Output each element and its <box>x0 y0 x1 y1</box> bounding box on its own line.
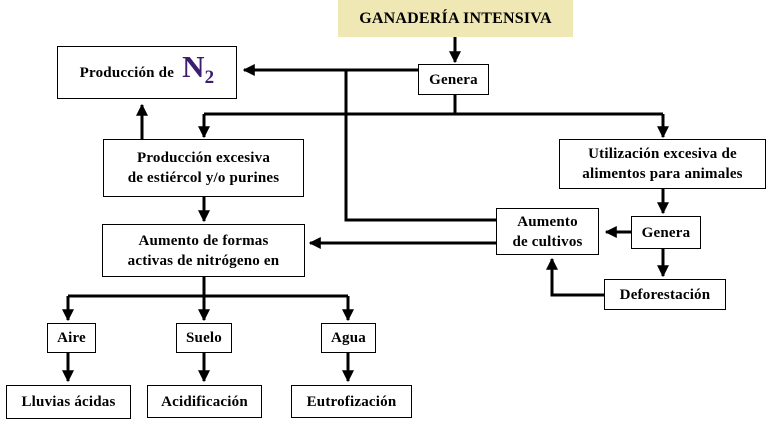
node-genera-top-text: Genera <box>429 71 478 88</box>
node-aumento-formas-line1: Aumento de formas <box>138 232 269 249</box>
arrow-deforestacion-to-cultivos <box>546 257 604 297</box>
node-estiercol-line2: de estiércol y/o purines <box>127 170 280 186</box>
node-suelo: Suelo <box>176 323 232 353</box>
node-ganaderia-intensiva: GANADERÍA INTENSIVA <box>338 0 573 37</box>
node-utilizacion: Utilización excesiva de alimentos para a… <box>559 139 766 189</box>
node-title-text: GANADERÍA INTENSIVA <box>359 9 552 27</box>
n2-symbol: N <box>182 49 205 84</box>
node-eutrofizacion-text: Eutrofización <box>306 393 397 410</box>
node-aumento-cultivos-line2: de cultivos <box>512 233 583 250</box>
node-eutrofizacion: Eutrofización <box>291 385 412 418</box>
node-acidificacion-text: Acidificación <box>161 393 248 410</box>
node-agua-text: Agua <box>331 330 366 346</box>
node-deforestacion-text: Deforestación <box>619 286 711 303</box>
node-genera-right: Genera <box>631 216 701 249</box>
node-aumento-formas: Aumento de formas activas de nitrógeno e… <box>102 224 305 277</box>
node-estiercol-content: Producción excesiva de estiércol y/o pur… <box>128 148 280 188</box>
node-suelo-text: Suelo <box>185 330 222 346</box>
node-aumento-formas-line2: activas de nitrógeno en <box>127 252 280 269</box>
node-acidificacion: Acidificación <box>147 385 262 418</box>
node-utilizacion-content: Utilización excesiva de alimentos para a… <box>582 144 742 184</box>
node-agua: Agua <box>321 323 376 353</box>
n2-subscript: 2 <box>204 67 215 88</box>
node-produccion-n2-content: Producción de N2 <box>79 49 215 93</box>
node-aumento-formas-content: Aumento de formas activas de nitrógeno e… <box>128 231 280 271</box>
n2-formula: N2 <box>182 49 215 93</box>
node-utilizacion-line1: Utilización excesiva de <box>588 146 737 162</box>
node-produccion-n2: Producción de N2 <box>57 46 237 99</box>
node-genera-top: Genera <box>418 64 489 95</box>
node-aumento-cultivos-line1: Aumento <box>517 213 578 230</box>
node-aire: Aire <box>47 323 96 353</box>
node-produccion-label: Producción de <box>79 64 175 81</box>
node-estiercol: Producción excesiva de estiércol y/o pur… <box>103 139 304 197</box>
node-aire-text: Aire <box>57 330 86 346</box>
line-cultivos-to-n2 <box>344 70 496 222</box>
node-aumento-cultivos-content: Aumento de cultivos <box>512 212 582 252</box>
node-utilizacion-line2: alimentos para animales <box>582 166 743 182</box>
node-lluvias-text: Lluvias ácidas <box>21 394 116 410</box>
node-aumento-cultivos: Aumento de cultivos <box>496 208 599 255</box>
node-deforestacion: Deforestación <box>604 279 726 310</box>
node-estiercol-line1: Producción excesiva <box>136 150 271 166</box>
node-genera-right-text: Genera <box>641 224 691 241</box>
node-lluvias-acidas: Lluvias ácidas <box>6 385 131 419</box>
